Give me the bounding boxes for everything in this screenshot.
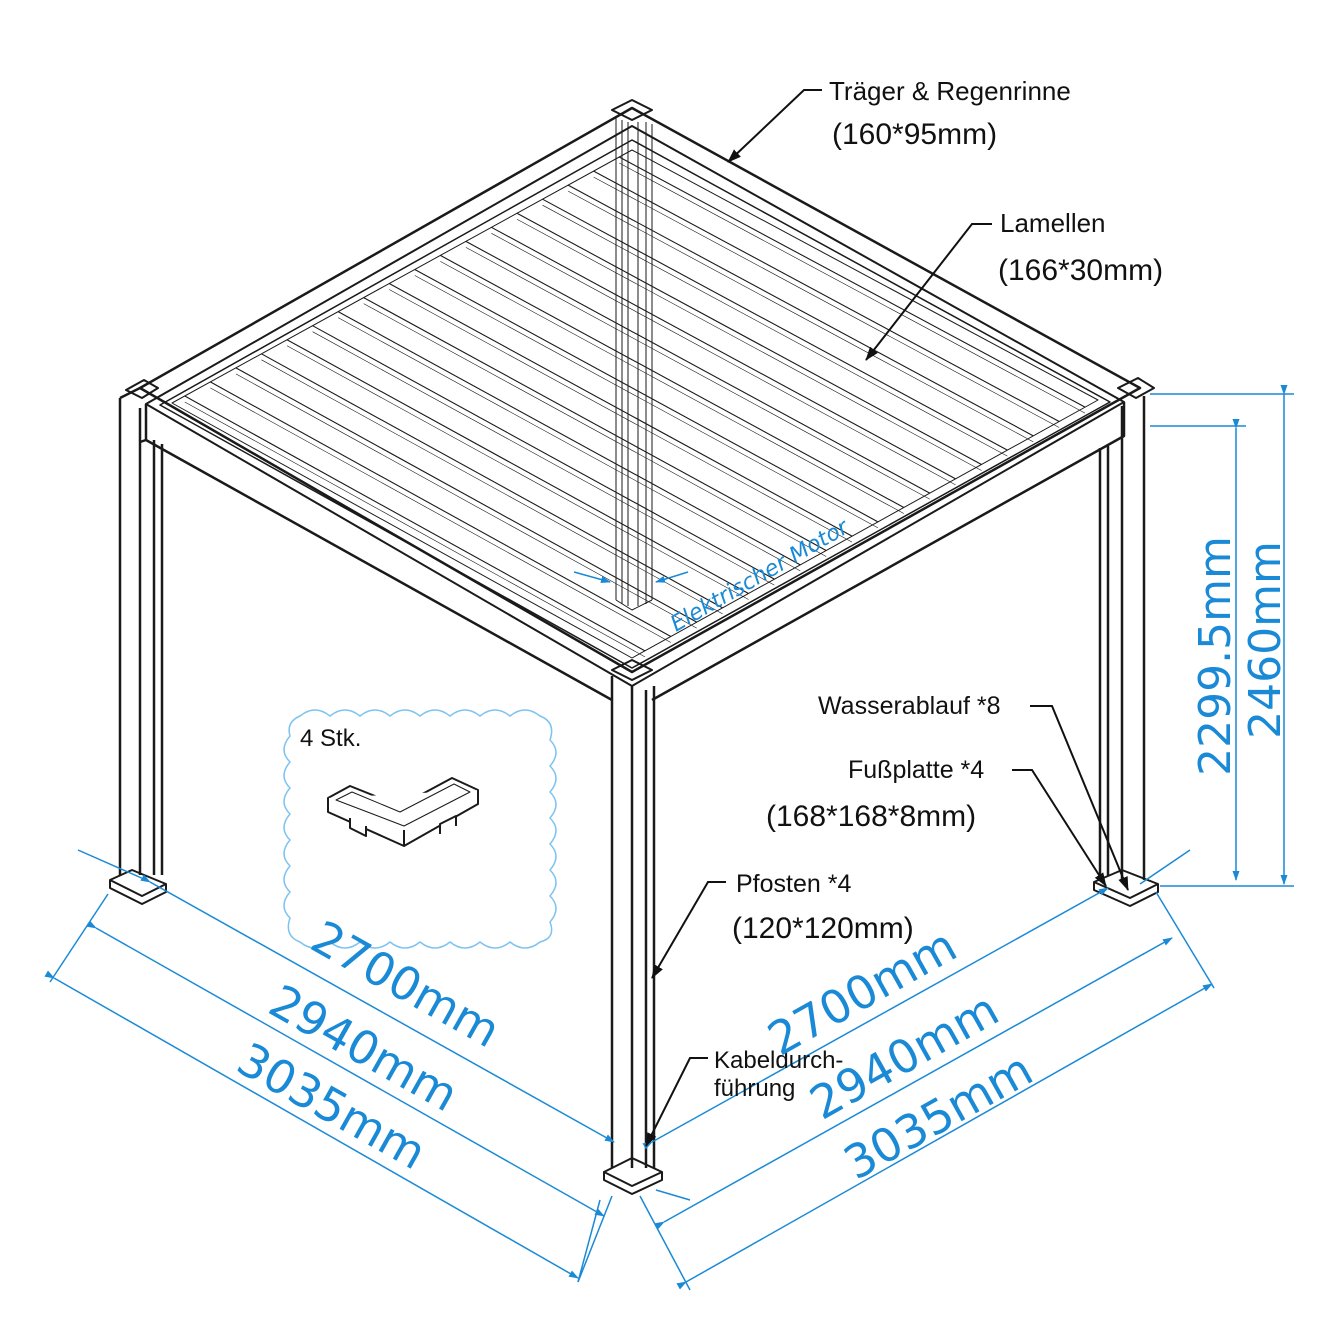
label-traeger-size: (160*95mm) [832,118,997,151]
louvre-slat-edge [337,317,801,572]
roof-frame [125,99,1155,702]
label-kabel-line2: führung [714,1075,795,1102]
louvre-slat [440,254,905,508]
label-wasserablauf: Wasserablauf *8 [818,692,1001,720]
post-middle [610,676,656,1168]
label-fussplatte-size: (168*168*8mm) [766,800,976,833]
dim-line-right-outer [676,983,1213,1290]
louvre-slat-edge [619,162,1086,414]
louvre-slat [465,240,930,494]
leader-lamellen [865,223,992,361]
pergola-structure [109,99,1159,1195]
dim-height-inner: 2299.5mm [1190,536,1241,776]
louvre-slat [210,381,672,637]
louvre-slat [235,367,697,623]
louvre-slat-edge [440,261,904,514]
louvre-slat [618,156,1086,408]
post-right [1098,396,1146,880]
louvre-slat-edge [210,387,671,643]
post-left [118,386,164,875]
dim-height-outer: 2460mm [1240,541,1291,739]
callout-cloud-border [283,709,557,949]
louvre-slat [312,325,775,580]
louvre-slat-edge [184,401,646,658]
label-pfosten-size: (120*120mm) [732,912,914,945]
leader-kabel [645,1057,708,1147]
label-lamellen-name: Lamellen [1000,208,1106,238]
label-lamellen-size: (166*30mm) [998,254,1163,287]
dimension-lines [44,385,1294,1291]
label-kabel-line1: Kabeldurch- [714,1047,843,1074]
louvre-slat [184,395,646,652]
louvre-slat-edge [312,331,775,586]
louvre-slat [363,297,827,551]
louvre-slat-edge [542,204,1008,457]
louvre-slat [286,339,749,594]
louvre-slat-edge [363,303,827,557]
louvre-slat-edge [286,345,749,600]
louvre-slat [542,198,1008,451]
louvre-slat [261,353,723,609]
callout-box [283,709,557,949]
louvre-slat [593,170,1060,422]
louvre-slat-edge [389,289,853,543]
leader-fussplatte [1012,769,1107,887]
leader-lines [645,89,1129,1147]
labels: Träger & Regenrinne (160*95mm) Lamellen … [300,76,1163,1102]
label-pfosten-name: Pfosten *4 [736,870,851,898]
louvre-slat-edge [491,233,956,486]
leader-traeger [727,89,822,163]
louvre-slat-edge [261,359,723,615]
louvre-slat [491,226,956,480]
label-motor: Elektrischer Motor [667,514,855,637]
louvre-slat-edge [465,247,930,500]
label-traeger-name: Träger & Regenrinne [829,76,1071,106]
louvre-slat-edge [516,218,982,471]
louvres [184,156,1086,658]
callout-count: 4 Stk. [300,725,361,752]
louvre-slat-edge [593,176,1060,428]
dim-line-left-outer [44,970,579,1279]
motor-shaft [615,118,653,611]
louvre-slat-edge [235,373,697,629]
leader-wasserablauf [1030,705,1129,891]
louvre-slat [516,212,982,465]
label-fussplatte-name: Fußplatte *4 [848,756,984,784]
corner-bracket-icon [327,777,479,847]
louvre-slat [388,283,853,537]
louvre-slat [337,311,801,566]
leader-pfosten [651,881,726,979]
